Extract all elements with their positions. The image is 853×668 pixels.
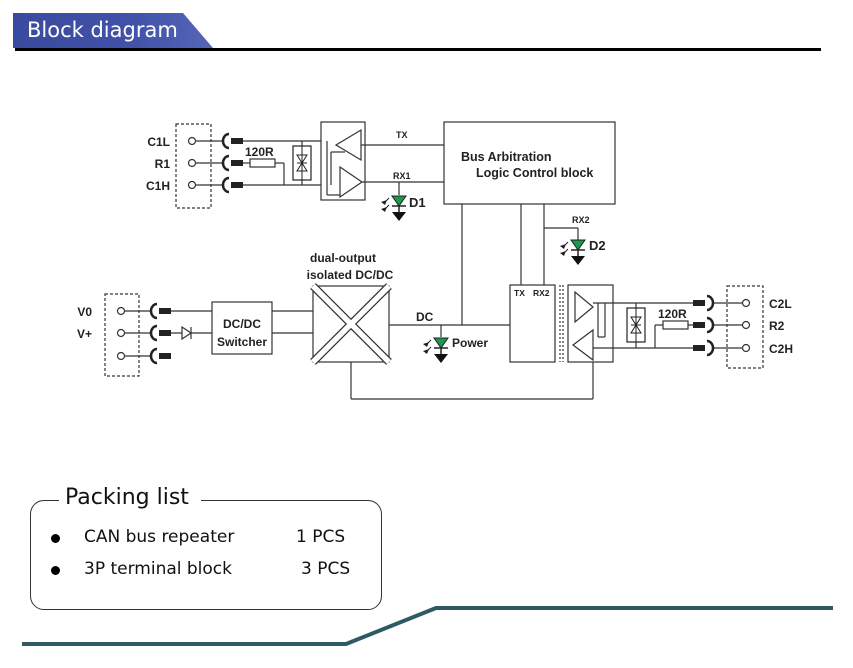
- isolator-tx-label: TX: [514, 288, 525, 298]
- bullet-icon: [51, 566, 60, 575]
- led-power-icon: [422, 337, 449, 364]
- port2-label-c2l: C2L: [769, 297, 792, 311]
- port1-resistor-label: 120R: [245, 145, 274, 159]
- tx-label: TX: [396, 130, 408, 140]
- packing-list-item: 3P terminal block 3 PCS: [51, 559, 371, 581]
- dcdc-switcher-block: [211, 301, 273, 355]
- led-d1-icon: [380, 195, 407, 222]
- dcdc-switcher-line1: DC/DC: [223, 317, 261, 331]
- rx2-label: RX2: [572, 215, 590, 225]
- logic-block-line1: Bus Arbitration: [461, 150, 552, 164]
- section-title: Block diagram: [27, 18, 178, 42]
- section-header-background: [13, 13, 213, 48]
- tvs-diode-icon: [626, 307, 646, 343]
- section-header: Block diagram: [13, 13, 213, 48]
- header-divider: [15, 48, 821, 51]
- port2-label-r2: R2: [769, 319, 785, 333]
- d2-label: D2: [589, 238, 606, 253]
- isolator-rx2-label: RX2: [533, 288, 550, 298]
- item-name: CAN bus repeater: [84, 527, 235, 547]
- isolated-dcdc-line2: isolated DC/DC: [307, 268, 394, 282]
- packing-list-title: Packing list: [59, 485, 201, 510]
- port1-label-r1: R1: [155, 157, 171, 171]
- rx1-label: RX1: [393, 171, 411, 181]
- power-label-v0: V0: [77, 305, 92, 319]
- item-qty: 3 PCS: [301, 559, 351, 579]
- logic-control-block: [443, 121, 616, 205]
- isolated-dcdc-line1: dual-output: [310, 251, 376, 265]
- port2-label-c2h: C2H: [769, 342, 793, 356]
- item-qty: 1 PCS: [296, 527, 346, 547]
- port2-terminal-block: [726, 285, 764, 369]
- logic-block-line2: Logic Control block: [476, 166, 593, 180]
- item-name: 3P terminal block: [84, 559, 232, 579]
- dcdc-switcher-line2: Switcher: [217, 335, 267, 349]
- power-led-label: Power: [452, 336, 488, 350]
- power-label-vplus: V+: [77, 327, 92, 341]
- port1-label-c1h: C1H: [146, 179, 170, 193]
- power-terminal-block: [104, 293, 140, 377]
- decorative-footer-line: [22, 606, 833, 646]
- d1-label: D1: [409, 195, 426, 210]
- tvs-diode-icon: [292, 145, 312, 181]
- port1-label-c1l: C1L: [147, 135, 170, 149]
- port2-resistor-label: 120R: [658, 307, 687, 321]
- isolator-block: [509, 284, 556, 363]
- dc-label: DC: [416, 310, 434, 324]
- packing-list-item: CAN bus repeater 1 PCS: [51, 527, 371, 549]
- bullet-icon: [51, 534, 60, 543]
- port1-terminal-block: [175, 123, 212, 209]
- led-d2-icon: [559, 239, 586, 266]
- packing-list-box: Packing list CAN bus repeater 1 PCS 3P t…: [30, 485, 382, 610]
